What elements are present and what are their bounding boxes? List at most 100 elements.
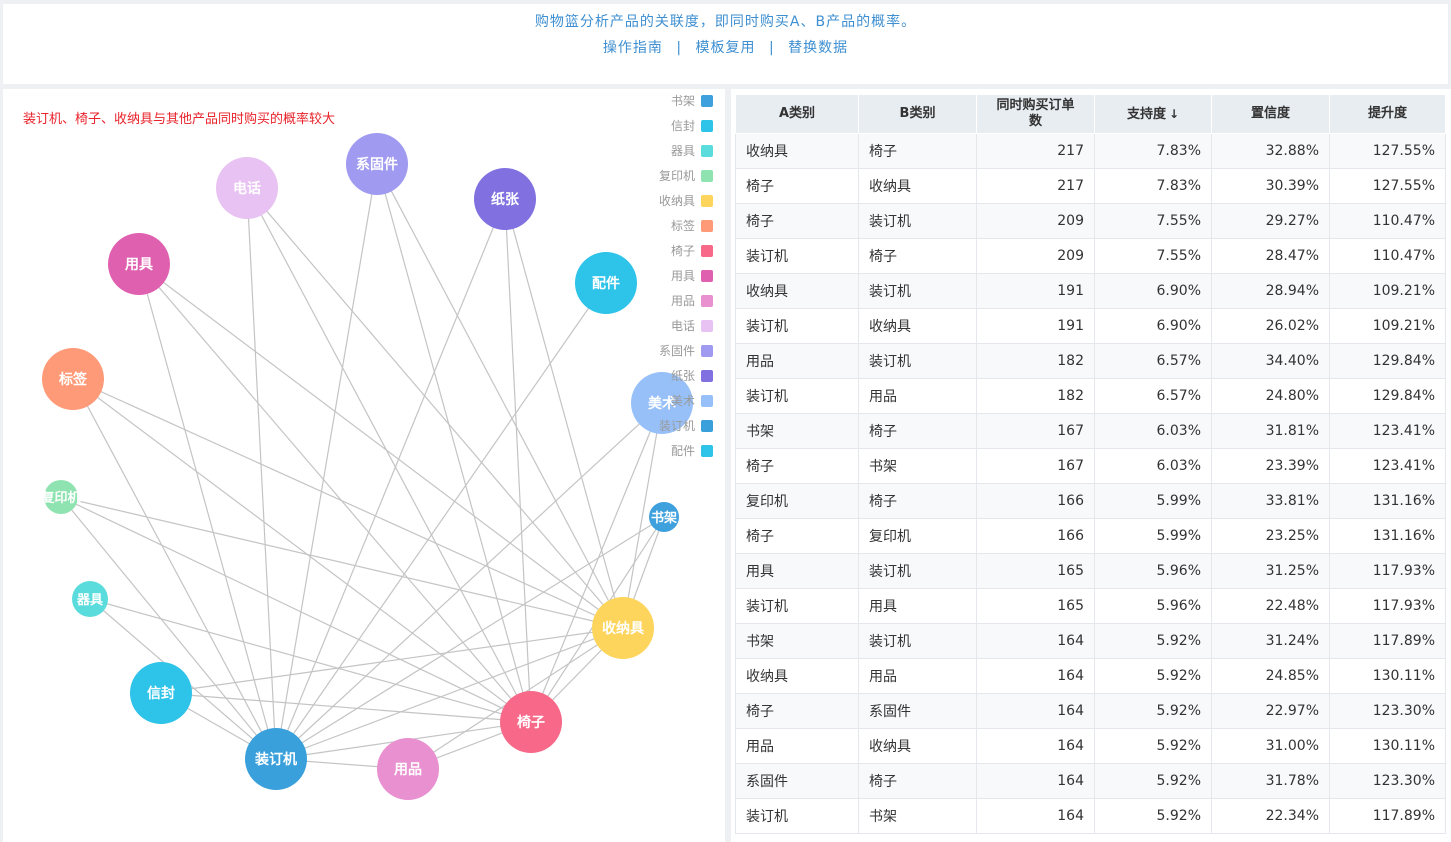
- legend-swatch[interactable]: [701, 395, 713, 407]
- graph-node[interactable]: 纸张: [474, 168, 536, 230]
- legend-swatch[interactable]: [701, 270, 713, 282]
- graph-node-circle[interactable]: [649, 502, 679, 532]
- col-header-b[interactable]: B类别: [858, 94, 977, 134]
- legend-item-label[interactable]: 信封: [671, 119, 695, 133]
- col-header-lift[interactable]: 提升度: [1329, 94, 1446, 134]
- graph-node[interactable]: 装订机: [245, 728, 307, 790]
- legend-swatch[interactable]: [701, 295, 713, 307]
- legend-item-label[interactable]: 复印机: [659, 169, 695, 183]
- replace-data-link[interactable]: 替换数据: [788, 40, 849, 56]
- cell-lift: 117.89%: [1329, 623, 1446, 659]
- legend-swatch[interactable]: [701, 145, 713, 157]
- graph-node-circle[interactable]: [130, 662, 192, 724]
- graph-node[interactable]: 收纳具: [592, 597, 654, 659]
- legend-swatch[interactable]: [701, 445, 713, 457]
- legend-item-label[interactable]: 系固件: [659, 344, 695, 358]
- cell-lift: 129.84%: [1329, 343, 1446, 379]
- legend-item-label[interactable]: 用品: [671, 294, 695, 308]
- graph-node-circle[interactable]: [44, 480, 78, 514]
- graph-node-circle[interactable]: [377, 738, 439, 800]
- legend-swatch[interactable]: [701, 220, 713, 232]
- cell-b-category: 椅子: [858, 238, 977, 274]
- graph-node[interactable]: 系固件: [346, 133, 408, 195]
- graph-node-label: 装订机: [254, 751, 297, 768]
- graph-node-circle[interactable]: [346, 133, 408, 195]
- legend-swatch[interactable]: [701, 245, 713, 257]
- graph-node-circle[interactable]: [72, 581, 108, 617]
- legend-swatch[interactable]: [701, 95, 713, 107]
- legend-item-label[interactable]: 收纳具: [659, 194, 695, 208]
- graph-node-circle[interactable]: [108, 233, 170, 295]
- cell-lift: 130.11%: [1329, 658, 1446, 694]
- legend-item-label[interactable]: 书架: [671, 94, 695, 108]
- legend-item-label[interactable]: 标签: [671, 218, 695, 233]
- graph-node[interactable]: 书架: [649, 502, 679, 532]
- legend-swatch[interactable]: [701, 370, 713, 382]
- legend-swatch[interactable]: [701, 345, 713, 357]
- graph-node[interactable]: 信封: [130, 662, 192, 724]
- guide-link[interactable]: 操作指南: [602, 40, 663, 56]
- legend-item-label[interactable]: 器具: [671, 144, 695, 158]
- graph-node-circle[interactable]: [216, 157, 278, 219]
- graph-node[interactable]: 电话: [216, 157, 278, 219]
- legend-item-label[interactable]: 用具: [671, 269, 695, 283]
- legend-swatch[interactable]: [701, 320, 713, 332]
- graph-node[interactable]: 用品: [377, 738, 439, 800]
- cell-confidence: 24.85%: [1211, 658, 1330, 694]
- sort-desc-icon[interactable]: ↓: [1168, 106, 1180, 121]
- graph-node-circle[interactable]: [245, 728, 307, 790]
- legend-item-label[interactable]: 椅子: [671, 244, 695, 258]
- graph-node[interactable]: 美术: [631, 372, 693, 434]
- cell-support: 6.57%: [1094, 343, 1212, 379]
- graph-node[interactable]: 标签: [42, 348, 104, 410]
- graph-node-circle[interactable]: [42, 348, 104, 410]
- legend-item-label[interactable]: 配件: [671, 444, 695, 458]
- template-reuse-link[interactable]: 模板复用: [695, 40, 756, 56]
- legend-swatch[interactable]: [701, 120, 713, 132]
- legend-swatch[interactable]: [701, 420, 713, 432]
- graph-node[interactable]: 配件: [575, 252, 637, 314]
- legend-item-label[interactable]: 装订机: [659, 419, 695, 433]
- cell-support: 6.57%: [1094, 378, 1212, 414]
- legend-item-label[interactable]: 美术: [671, 394, 695, 408]
- legend-swatch[interactable]: [701, 170, 713, 182]
- graph-node[interactable]: 复印机: [40, 480, 81, 514]
- graph-node[interactable]: 用具: [108, 233, 170, 295]
- col-header-support[interactable]: 支持度↓: [1094, 94, 1212, 134]
- graph-node-circle[interactable]: [474, 168, 536, 230]
- legend-item-label[interactable]: 电话: [671, 319, 695, 333]
- col-header-confidence[interactable]: 置信度: [1211, 94, 1330, 134]
- col-header-orders[interactable]: 同时购买订单数: [976, 94, 1095, 134]
- graph-node-circle[interactable]: [631, 372, 693, 434]
- graph-node[interactable]: 器具: [72, 581, 108, 617]
- graph-node-label: 用品: [394, 762, 422, 778]
- col-header-a[interactable]: A类别: [735, 94, 859, 134]
- legend-swatch[interactable]: [701, 195, 713, 207]
- legend-item-label[interactable]: 纸张: [671, 369, 695, 383]
- graph-node-circle[interactable]: [575, 252, 637, 314]
- graph-node-circle[interactable]: [500, 691, 562, 753]
- graph-node[interactable]: 椅子: [500, 691, 562, 753]
- graph-node-circle[interactable]: [592, 597, 654, 659]
